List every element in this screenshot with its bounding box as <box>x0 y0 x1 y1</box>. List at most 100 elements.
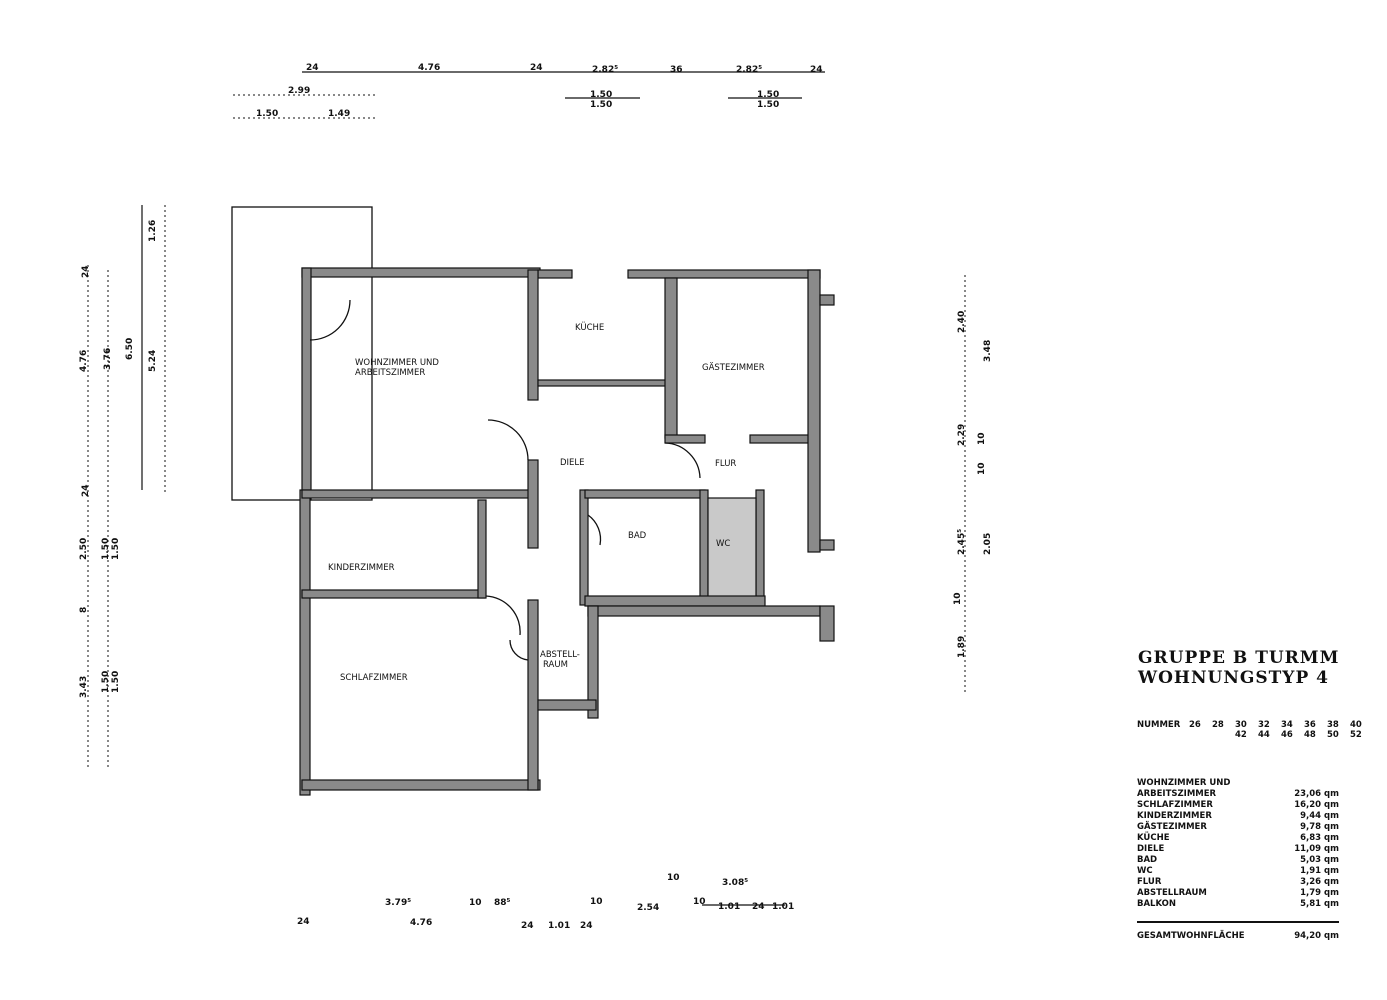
area-room: BAD <box>1137 855 1158 865</box>
svg-text:2.40: 2.40 <box>957 311 967 333</box>
area-value: 3,26 qm <box>1300 877 1339 887</box>
svg-text:10: 10 <box>693 897 706 907</box>
svg-text:10: 10 <box>953 592 963 605</box>
svg-text:88⁵: 88⁵ <box>494 898 511 908</box>
svg-text:10: 10 <box>469 898 482 908</box>
svg-text:1.50: 1.50 <box>757 100 779 110</box>
room-label-kueche: KÜCHE <box>575 322 604 333</box>
svg-text:5.24: 5.24 <box>148 350 158 372</box>
area-value: 5,81 qm <box>1300 899 1339 909</box>
svg-text:1.50: 1.50 <box>757 90 779 100</box>
room-label-wc: WC <box>716 539 730 549</box>
room-label-abstellraum: ABSTELL- <box>540 650 580 660</box>
svg-text:4.76: 4.76 <box>79 350 89 372</box>
svg-text:10: 10 <box>977 432 987 445</box>
area-room: DIELE <box>1137 844 1165 854</box>
svg-text:24: 24 <box>810 65 823 75</box>
area-room: FLUR <box>1137 877 1162 887</box>
left-dimensions: 24 4.76 3.76 6.50 5.24 1.26 24 2.50 1.50… <box>79 220 158 698</box>
svg-text:3.79⁵: 3.79⁵ <box>385 898 411 908</box>
room-label-diele: DIELE <box>560 458 585 468</box>
area-value: 5,03 qm <box>1300 855 1339 865</box>
svg-text:1.50: 1.50 <box>111 671 121 693</box>
svg-text:10: 10 <box>667 873 680 883</box>
svg-text:10: 10 <box>590 897 603 907</box>
svg-text:24: 24 <box>306 63 319 73</box>
svg-text:1.50: 1.50 <box>101 538 111 560</box>
svg-text:4.76: 4.76 <box>410 918 432 928</box>
svg-text:3.08⁵: 3.08⁵ <box>722 878 748 888</box>
svg-text:2.29: 2.29 <box>957 424 967 446</box>
room-label-schlafzimmer: SCHLAFZIMMER <box>340 673 408 683</box>
bottom-dimensions: 24 3.79⁵ 4.76 10 88⁵ 24 1.01 24 10 2.54 … <box>297 873 794 931</box>
svg-text:10: 10 <box>977 462 987 475</box>
svg-text:24: 24 <box>752 902 765 912</box>
svg-text:4.76: 4.76 <box>418 63 440 73</box>
area-room: KÜCHE <box>1137 833 1170 843</box>
svg-text:2.45⁵: 2.45⁵ <box>957 529 967 555</box>
area-value: 1,91 qm <box>1300 866 1339 876</box>
svg-text:1.50: 1.50 <box>111 538 121 560</box>
svg-text:6.50: 6.50 <box>125 338 135 360</box>
svg-text:2.82⁵: 2.82⁵ <box>592 65 618 75</box>
svg-text:2.50: 2.50 <box>79 538 89 560</box>
svg-text:24: 24 <box>521 921 534 931</box>
area-row: WOHNZIMMER UND <box>1137 778 1339 789</box>
area-row: FLUR 3,26 qm <box>1137 877 1339 888</box>
svg-text:1.01: 1.01 <box>772 902 794 912</box>
room-labels: WOHNZIMMER UND ARBEITSZIMMER KÜCHE GÄSTE… <box>328 322 765 683</box>
svg-text:2.82⁵: 2.82⁵ <box>736 65 762 75</box>
total-area-row: GESAMTWOHNFLÄCHE 94,20 qm <box>1137 921 1339 941</box>
svg-text:3.76: 3.76 <box>103 348 113 370</box>
area-room: ARBEITSZIMMER <box>1137 789 1217 799</box>
area-value: 23,06 qm <box>1294 789 1339 799</box>
svg-text:24: 24 <box>580 921 593 931</box>
svg-text:2.05: 2.05 <box>983 533 993 555</box>
room-label-kinderzimmer: KINDERZIMMER <box>328 563 395 573</box>
svg-text:1.89: 1.89 <box>957 636 967 658</box>
room-label-arbeitszimmer: ARBEITSZIMMER <box>355 368 425 378</box>
room-label-bad: BAD <box>628 531 647 541</box>
area-room: WOHNZIMMER UND <box>1137 778 1231 788</box>
area-value: 1,79 qm <box>1300 888 1339 898</box>
svg-text:1.50: 1.50 <box>256 109 278 119</box>
svg-text:36: 36 <box>670 65 683 75</box>
svg-text:24: 24 <box>297 917 310 927</box>
svg-text:1.50: 1.50 <box>590 100 612 110</box>
area-room: BALKON <box>1137 899 1177 909</box>
svg-text:RAUM: RAUM <box>543 660 568 670</box>
area-value: 9,78 qm <box>1300 822 1339 832</box>
room-label-gaestezimmer: GÄSTEZIMMER <box>702 362 765 373</box>
unit-number: 28 <box>1212 720 1224 730</box>
area-value: 11,09 qm <box>1294 844 1339 854</box>
svg-text:8: 8 <box>79 607 89 613</box>
dimension-lines <box>87 71 966 906</box>
area-room: ABSTELLRAUM <box>1137 888 1207 898</box>
area-row: ARBEITSZIMMER 23,06 qm <box>1137 789 1339 800</box>
svg-text:2.99: 2.99 <box>288 86 310 96</box>
top-dimensions: 24 4.76 24 2.82⁵ 36 2.82⁵ 24 2.99 1.50 1… <box>256 63 823 119</box>
svg-text:24: 24 <box>81 484 91 497</box>
svg-text:1.01: 1.01 <box>718 902 740 912</box>
title-type: WOHNUNGSTYP 4 <box>1138 668 1329 688</box>
area-row: DIELE 11,09 qm <box>1137 844 1339 855</box>
svg-text:24: 24 <box>530 63 543 73</box>
svg-text:1.01: 1.01 <box>548 921 570 931</box>
title-group: GRUPPE B TURMM <box>1138 648 1340 668</box>
svg-text:3.43: 3.43 <box>79 676 89 698</box>
area-row: BALKON 5,81 qm <box>1137 899 1339 910</box>
svg-text:2.54: 2.54 <box>637 903 659 913</box>
total-value: 94,20 qm <box>1294 931 1339 941</box>
room-label-wohnzimmer: WOHNZIMMER UND <box>355 358 439 368</box>
